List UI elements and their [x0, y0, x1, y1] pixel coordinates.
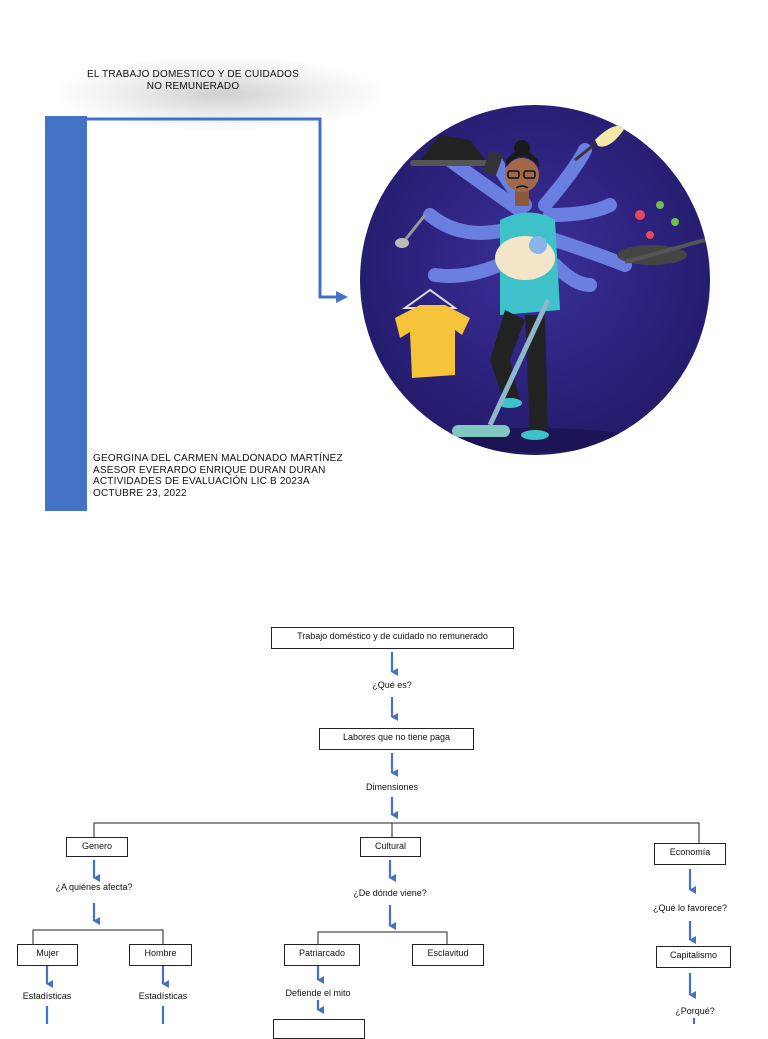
question-favors: ¿Qué lo favorece? — [652, 903, 728, 913]
title-line-2: NO REMUNERADO — [146, 81, 240, 92]
question-what: ¿Qué es? — [372, 680, 412, 690]
mujer-box: Mujer — [17, 944, 78, 966]
esclavitud-box: Esclavitud — [412, 944, 484, 966]
document-title: EL TRABAJO DOMESTICO Y DE CUIDADOS NO RE… — [68, 69, 318, 93]
question-origin: ¿De dónde viene? — [353, 888, 427, 898]
cutoff-box — [273, 1019, 365, 1039]
cultural-box: Cultural — [360, 837, 421, 857]
genero-box: Genero — [66, 837, 128, 857]
patriarcado-box: Patriarcado — [284, 944, 360, 966]
capitalismo-box: Capitalismo — [656, 946, 731, 968]
economia-box: Economía — [654, 843, 726, 865]
dimensions-label: Dimensiones — [365, 782, 419, 792]
accent-bar — [45, 116, 87, 511]
question-affects: ¿A quiénes afecta? — [55, 882, 133, 892]
definition-box: Labores que no tiene paga — [319, 728, 474, 750]
title-line-1: EL TRABAJO DOMESTICO Y DE CUIDADOS — [86, 69, 300, 80]
credit-date: OCTUBRE 23, 2022 — [93, 487, 187, 499]
hombre-box: Hombre — [129, 944, 192, 966]
credit-advisor: ASESOR EVERARDO ENRIQUE DURAN DURAN — [93, 464, 326, 476]
root-box: Trabajo doméstico y de cuidado no remune… — [271, 627, 514, 649]
estadisticas-mujer: Estadísticas — [22, 991, 72, 1001]
credit-author: GEORGINA DEL CARMEN MALDONADO MARTÍNEZ — [93, 453, 343, 464]
defiende-mito-label: Defiende el mito — [285, 988, 351, 998]
estadisticas-hombre: Estadísticas — [138, 991, 188, 1001]
credits-block: GEORGINA DEL CARMEN MALDONADO MARTÍNEZ A… — [93, 453, 343, 499]
credit-activity: ACTIVIDADES DE EVALUACIÓN LIC B 2023A — [93, 476, 310, 487]
question-porque: ¿Porqué? — [675, 1006, 715, 1016]
